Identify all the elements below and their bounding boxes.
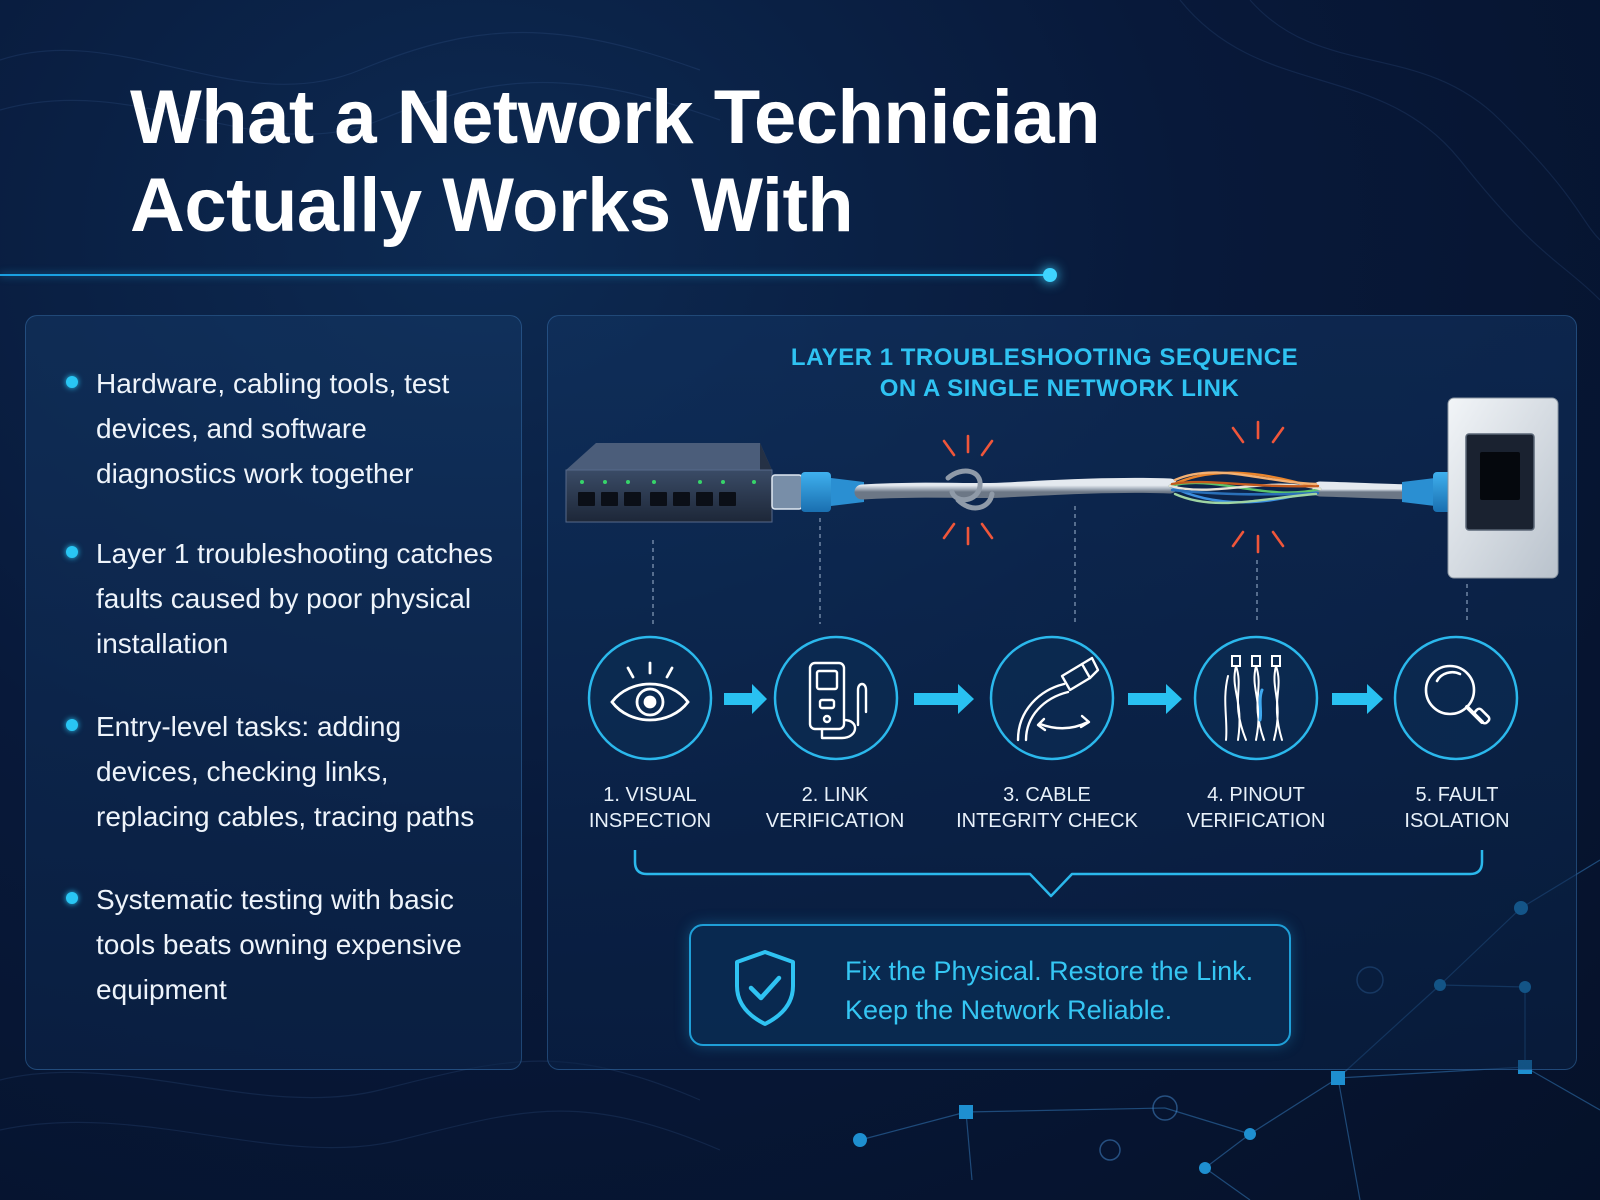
step-5-label-line-1: 5. FAULT [1415,784,1499,806]
step-5-label-line-2: ISOLATION [1404,810,1510,832]
step-3-label: 3. CABLE INTEGRITY CHECK [947,782,1147,834]
step-5-label: 5. FAULT ISOLATION [1357,782,1557,834]
key-points-panel: Hardware, cabling tools, test devices, a… [25,315,522,1070]
bullet-line: Layer 1 troubleshooting catches [96,538,493,569]
step-4-label: 4. PINOUT VERIFICATION [1156,782,1356,834]
bullet-dot [66,892,78,904]
cable-kink-fault [945,468,995,511]
cable-tester-icon [808,661,868,740]
page-title-line-1: What a Network Technician [130,75,1101,160]
bullet-text: Hardware, cabling tools, test devices, a… [96,361,506,496]
diagram-title-line-2: ON A SINGLE NETWORK LINK [879,375,1240,402]
bullet-line: installation [96,628,229,659]
bullet-line: Entry-level tasks: adding [96,711,402,742]
summary-callout-text: Fix the Physical. Restore the Link. Keep… [845,952,1285,1030]
step-2-label-line-1: 2. LINK [801,784,869,806]
summary-callout: Fix the Physical. Restore the Link. Keep… [689,924,1291,1046]
untwisted-wires-fault [1168,471,1322,505]
network-cable [854,477,1428,500]
wall-jack-icon [1447,397,1559,579]
step-2-label: 2. LINK VERIFICATION [735,782,935,834]
bent-cable-icon [1016,656,1100,742]
magnifier-icon [1424,664,1491,725]
network-switch-icon [565,443,773,523]
bullet-line: devices, and software [96,413,367,444]
step-3-label-line-2: INTEGRITY CHECK [956,810,1138,832]
step-1-label-line-1: 1. VISUAL [603,784,697,806]
step-2-label-line-2: VERIFICATION [765,810,905,832]
bullet-text: Entry-level tasks: adding devices, check… [96,704,506,839]
step-5-circle [1393,635,1519,761]
step-3-label-line-1: 3. CABLE [1003,784,1091,806]
fault-indicator-marks [942,420,1285,554]
bullet-line: Systematic testing with basic [96,884,454,915]
bullet-line: Hardware, cabling tools, test [96,368,450,399]
rj45-plug-left-icon [771,472,864,512]
diagram-title-line-1: LAYER 1 TROUBLESHOOTING SEQUENCE [790,344,1299,371]
wire-pairs-icon [1224,655,1283,741]
bullet-text: Systematic testing with basic tools beat… [96,877,506,1012]
shield-check-icon [735,950,795,1026]
bullet-line: equipment [96,974,227,1005]
step-2-circle [773,635,899,761]
page-title-line-2: Actually Works With [130,163,854,248]
eye-icon [610,661,690,722]
title-underline [0,274,1050,276]
steps-bracket [633,850,1484,898]
summary-callout-line-1: Fix the Physical. Restore the Link. [845,956,1254,986]
step-connector-lines [652,506,1468,624]
diagram-title: LAYER 1 TROUBLESHOOTING SEQUENCE ON A SI… [547,342,1572,404]
step-4-label-line-1: 4. PINOUT [1207,784,1305,806]
bullet-line: devices, checking links, [96,756,389,787]
bullet-line: faults caused by poor physical [96,583,472,614]
page-title: What a Network Technician Actually Works… [130,74,1230,250]
bullet-line: replacing cables, tracing paths [96,801,475,832]
step-arrows [724,684,1383,714]
summary-callout-line-2: Keep the Network Reliable. [845,995,1173,1025]
title-underline-dot [1043,268,1057,282]
step-1-label: 1. VISUAL INSPECTION [550,782,750,834]
bullet-dot [66,376,78,388]
bullet-dot [66,719,78,731]
step-1-label-line-2: INSPECTION [588,810,712,832]
bullet-text: Layer 1 troubleshooting catches faults c… [96,531,506,666]
step-4-label-line-2: VERIFICATION [1186,810,1326,832]
bullet-line: tools beats owning expensive [96,929,462,960]
bullet-line: diagnostics work together [96,458,414,489]
bullet-dot [66,546,78,558]
